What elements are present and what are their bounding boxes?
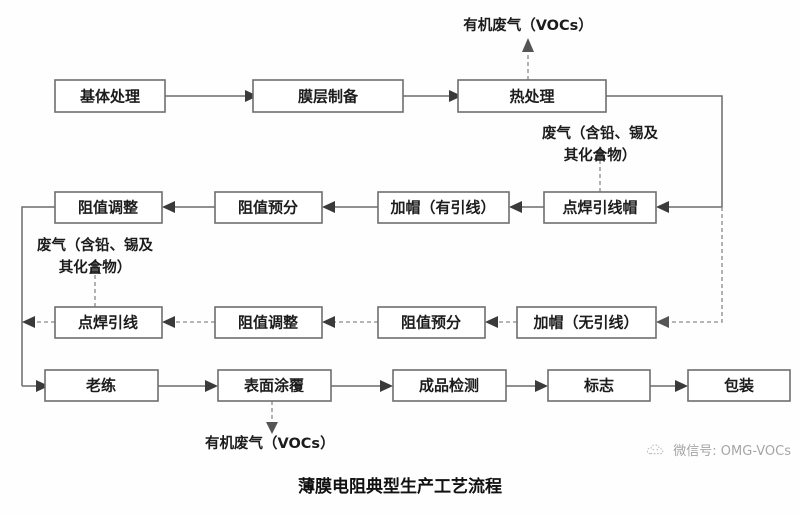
arrowhead-spotweldcap-to-fluegas [594, 146, 606, 160]
node-resistance-adjust-2-label: 阻值调整 [238, 314, 298, 332]
cloud-sketch-icon [645, 441, 667, 459]
node-packaging-label: 包装 [724, 377, 755, 395]
emission-note-flue-gas-weld-line1: 废气（含铅、锡及 [37, 236, 153, 254]
node-cap-with-lead-rect[interactable] [377, 191, 510, 224]
arrowhead-presort1-to-adjust1 [162, 201, 175, 213]
node-resistance-adjust-1-rect[interactable] [54, 191, 163, 224]
arrowhead-inspection-to-marking [535, 380, 548, 392]
row-4-nodes: 老练 表面涂覆 成品检测 标志 包装 [44, 369, 791, 402]
emission-note-layer: 有机废气（VOCs） 废气（含铅、锡及 其化合物） 废气（含铅、锡及 其化合物）… [37, 16, 658, 452]
node-film-preparation-rect[interactable] [252, 79, 404, 113]
emission-note-voc-bottom: 有机废气（VOCs） [205, 434, 335, 452]
connector-heat-to-spotweldcap [606, 95, 723, 208]
node-aging-label: 老练 [85, 377, 116, 395]
node-packaging-rect[interactable] [687, 369, 791, 402]
node-resistance-adjust-1-label: 阻值调整 [78, 199, 138, 217]
arrowhead-heat-to-spotweldcap [656, 201, 669, 213]
node-cap-no-lead[interactable]: 加帽（无引线） [516, 306, 657, 339]
node-resistance-presort-2-label: 阻值预分 [401, 314, 461, 332]
arrowhead-capnolead-to-presort2 [485, 316, 498, 328]
node-surface-coating-label: 表面涂覆 [244, 377, 305, 395]
node-substrate-treatment[interactable]: 基体处理 [54, 79, 166, 113]
arrowhead-marking-to-packaging [675, 380, 688, 392]
node-finished-inspection-rect[interactable] [392, 369, 507, 402]
connector-heat-branch-to-capnolead [669, 207, 723, 323]
arrowhead-spotweldlead-to-left-rail [22, 316, 35, 328]
node-cap-no-lead-label: 加帽（无引线） [532, 314, 638, 332]
node-spot-weld-lead-rect[interactable] [54, 306, 163, 339]
arrowhead-adjust2-to-spotweldlead [162, 316, 175, 328]
node-aging-rect[interactable] [44, 369, 159, 402]
node-cap-with-lead-label: 加帽（有引线） [389, 199, 495, 217]
node-resistance-adjust-2-rect[interactable] [214, 306, 323, 339]
node-marking-label: 标志 [583, 377, 614, 395]
node-resistance-adjust-2[interactable]: 阻值调整 [214, 306, 323, 339]
arrowhead-spotweldcap-to-capwithlead [509, 201, 522, 213]
node-substrate-treatment-rect[interactable] [54, 79, 166, 113]
connector-layer [21, 38, 723, 434]
row-3-nodes: 点焊引线 阻值调整 阻值预分 加帽（无引线） [54, 306, 657, 339]
node-film-preparation-label: 膜层制备 [298, 88, 359, 106]
arrowhead-aging-to-coating [205, 380, 218, 392]
arrowhead-film-to-heat [449, 90, 462, 102]
arrowhead-heat-branch-to-capnolead [656, 316, 669, 328]
node-resistance-presort-1[interactable]: 阻值预分 [214, 191, 323, 224]
emission-note-flue-gas-weld-line2: 其化合物） [59, 258, 132, 276]
node-spot-weld-lead-cap-label: 点焊引线帽 [562, 199, 637, 217]
node-aging[interactable]: 老练 [44, 369, 159, 402]
node-heat-treatment-rect[interactable] [457, 79, 607, 113]
node-finished-inspection-label: 成品检测 [419, 377, 479, 395]
node-spot-weld-lead-cap-rect[interactable] [543, 191, 657, 224]
node-resistance-presort-1-rect[interactable] [214, 191, 323, 224]
node-resistance-presort-1-label: 阻值预分 [238, 199, 298, 217]
node-finished-inspection[interactable]: 成品检测 [392, 369, 507, 402]
arrowhead-spotweldlead-to-fluegas [89, 260, 101, 274]
arrowhead-substrate-to-film [245, 90, 258, 102]
arrowhead-heat-to-voc [522, 38, 534, 52]
watermark: 微信号: OMG-VOCs [645, 440, 791, 459]
node-surface-coating-rect[interactable] [217, 369, 332, 402]
node-substrate-treatment-label: 基体处理 [79, 88, 140, 106]
node-marking[interactable]: 标志 [547, 369, 651, 402]
watermark-text: 微信号: OMG-VOCs [673, 444, 791, 459]
row-2-nodes: 阻值调整 阻值预分 加帽（有引线） 点焊引线帽 [54, 191, 657, 224]
arrowhead-coating-to-inspection [380, 380, 393, 392]
node-heat-treatment[interactable]: 热处理 [457, 79, 607, 113]
connector-adjust1-left-rail [21, 206, 55, 386]
node-resistance-presort-2[interactable]: 阻值预分 [377, 306, 486, 339]
node-spot-weld-lead-cap[interactable]: 点焊引线帽 [543, 191, 657, 224]
node-spot-weld-lead-label: 点焊引线 [78, 314, 138, 332]
node-surface-coating[interactable]: 表面涂覆 [217, 369, 332, 402]
arrowhead-coating-to-voc [266, 422, 278, 434]
node-film-preparation[interactable]: 膜层制备 [252, 79, 404, 113]
node-cap-no-lead-rect[interactable] [516, 306, 657, 339]
node-marking-rect[interactable] [547, 369, 651, 402]
arrowhead-left-rail-to-aging [36, 380, 49, 392]
node-packaging[interactable]: 包装 [687, 369, 791, 402]
arrowhead-presort2-to-adjust2 [322, 316, 335, 328]
node-heat-treatment-label: 热处理 [509, 88, 554, 106]
emission-note-flue-gas-heat-line1: 废气（含铅、锡及 [542, 124, 658, 142]
node-resistance-adjust-1[interactable]: 阻值调整 [54, 191, 163, 224]
node-spot-weld-lead[interactable]: 点焊引线 [54, 306, 163, 339]
node-cap-with-lead[interactable]: 加帽（有引线） [377, 191, 510, 224]
arrowhead-capwithlead-to-presort1 [322, 201, 335, 213]
emission-note-voc-top: 有机废气（VOCs） [463, 16, 593, 34]
emission-note-flue-gas-heat-line2: 其化合物） [564, 146, 637, 164]
row-1-nodes: 基体处理 膜层制备 热处理 [54, 79, 607, 113]
diagram-title: 薄膜电阻典型生产工艺流程 [298, 476, 502, 497]
node-resistance-presort-2-rect[interactable] [377, 306, 486, 339]
